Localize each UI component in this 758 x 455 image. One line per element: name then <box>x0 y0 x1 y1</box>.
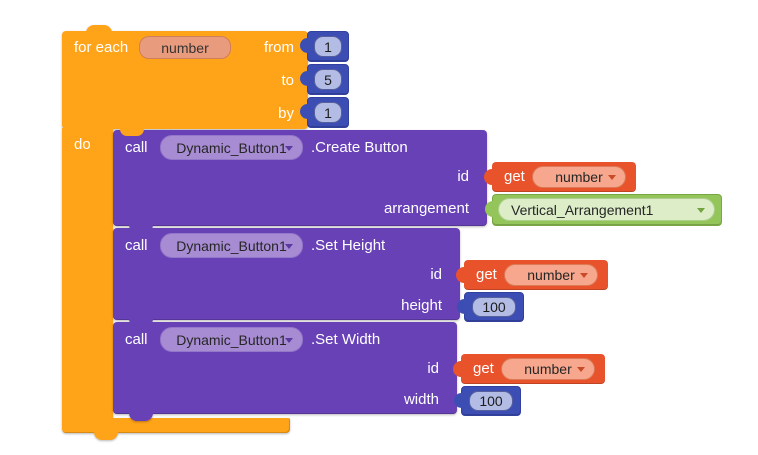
number-block-height-value[interactable]: 100 <box>457 292 524 322</box>
dropdown-arrow-icon <box>697 207 705 213</box>
variable-dropdown[interactable]: number <box>501 358 595 380</box>
get-number-block[interactable]: get number <box>484 162 636 192</box>
get-number-block[interactable]: get number <box>456 260 608 290</box>
do-socket-tab <box>120 129 144 136</box>
method-label: .Set Width <box>311 331 381 348</box>
foreach-block-footer[interactable] <box>62 418 290 440</box>
call-set-height-block[interactable]: call Dynamic_Button1 .Set Height id heig… <box>113 228 460 325</box>
component-vertical-arrangement-block[interactable]: Vertical_Arrangement1 <box>485 194 722 226</box>
component-dropdown[interactable]: Dynamic_Button1 <box>160 327 303 352</box>
loop-variable-field[interactable]: number <box>139 36 231 59</box>
do-label: do <box>74 136 91 153</box>
by-label: by <box>278 105 294 122</box>
param-label-width: width <box>403 391 439 408</box>
dropdown-arrow-icon <box>285 243 293 249</box>
component-selector-value: Vertical_Arrangement1 <box>511 201 654 218</box>
component-dropdown-value: Dynamic_Button1 <box>176 331 287 348</box>
dropdown-arrow-icon <box>285 337 293 343</box>
call-set-width-block[interactable]: call Dynamic_Button1 .Set Width id width <box>113 322 457 421</box>
number-field[interactable]: 1 <box>314 102 342 123</box>
component-dropdown[interactable]: Dynamic_Button1 <box>160 233 303 258</box>
variable-dropdown-value: number <box>527 267 575 283</box>
param-label-id: id <box>430 266 442 283</box>
component-dropdown-value: Dynamic_Button1 <box>176 237 287 254</box>
variable-dropdown[interactable]: number <box>532 166 626 188</box>
foreach-label: for each <box>74 39 129 56</box>
method-label: .Create Button <box>311 139 408 156</box>
param-label-arrangement: arrangement <box>383 200 469 217</box>
number-block-from[interactable]: 1 <box>300 31 349 62</box>
call-create-button-block[interactable]: call Dynamic_Button1 .Create Button id a… <box>113 130 487 231</box>
get-label: get <box>476 266 497 283</box>
call-label: call <box>125 331 148 348</box>
get-label: get <box>473 360 494 377</box>
number-block-to[interactable]: 5 <box>300 64 349 95</box>
param-label-id: id <box>427 360 439 377</box>
dropdown-arrow-icon <box>285 145 293 151</box>
to-label: to <box>281 72 294 89</box>
method-label: .Set Height <box>311 237 386 254</box>
number-field[interactable]: 5 <box>314 69 342 90</box>
dropdown-arrow-icon <box>608 175 616 180</box>
number-field[interactable]: 1 <box>314 36 342 57</box>
number-field[interactable]: 100 <box>472 297 516 317</box>
param-label-id: id <box>457 168 469 185</box>
dropdown-arrow-icon <box>577 367 585 372</box>
component-dropdown[interactable]: Dynamic_Button1 <box>160 135 303 160</box>
from-label: from <box>264 39 294 56</box>
get-label: get <box>504 168 525 185</box>
number-field[interactable]: 100 <box>469 391 513 411</box>
foreach-block-left-arm[interactable] <box>62 128 113 419</box>
number-block-width-value[interactable]: 100 <box>454 386 521 416</box>
call-label: call <box>125 139 148 156</box>
dropdown-arrow-icon <box>580 273 588 278</box>
variable-dropdown-value: number <box>555 169 603 185</box>
number-block-by[interactable]: 1 <box>300 97 349 128</box>
variable-dropdown-value: number <box>524 361 572 377</box>
param-label-height: height <box>401 297 442 314</box>
variable-dropdown[interactable]: number <box>504 264 598 286</box>
call-label: call <box>125 237 148 254</box>
component-dropdown-value: Dynamic_Button1 <box>176 139 287 156</box>
get-number-block[interactable]: get number <box>453 354 605 384</box>
component-selector-dropdown[interactable]: Vertical_Arrangement1 <box>498 198 715 221</box>
